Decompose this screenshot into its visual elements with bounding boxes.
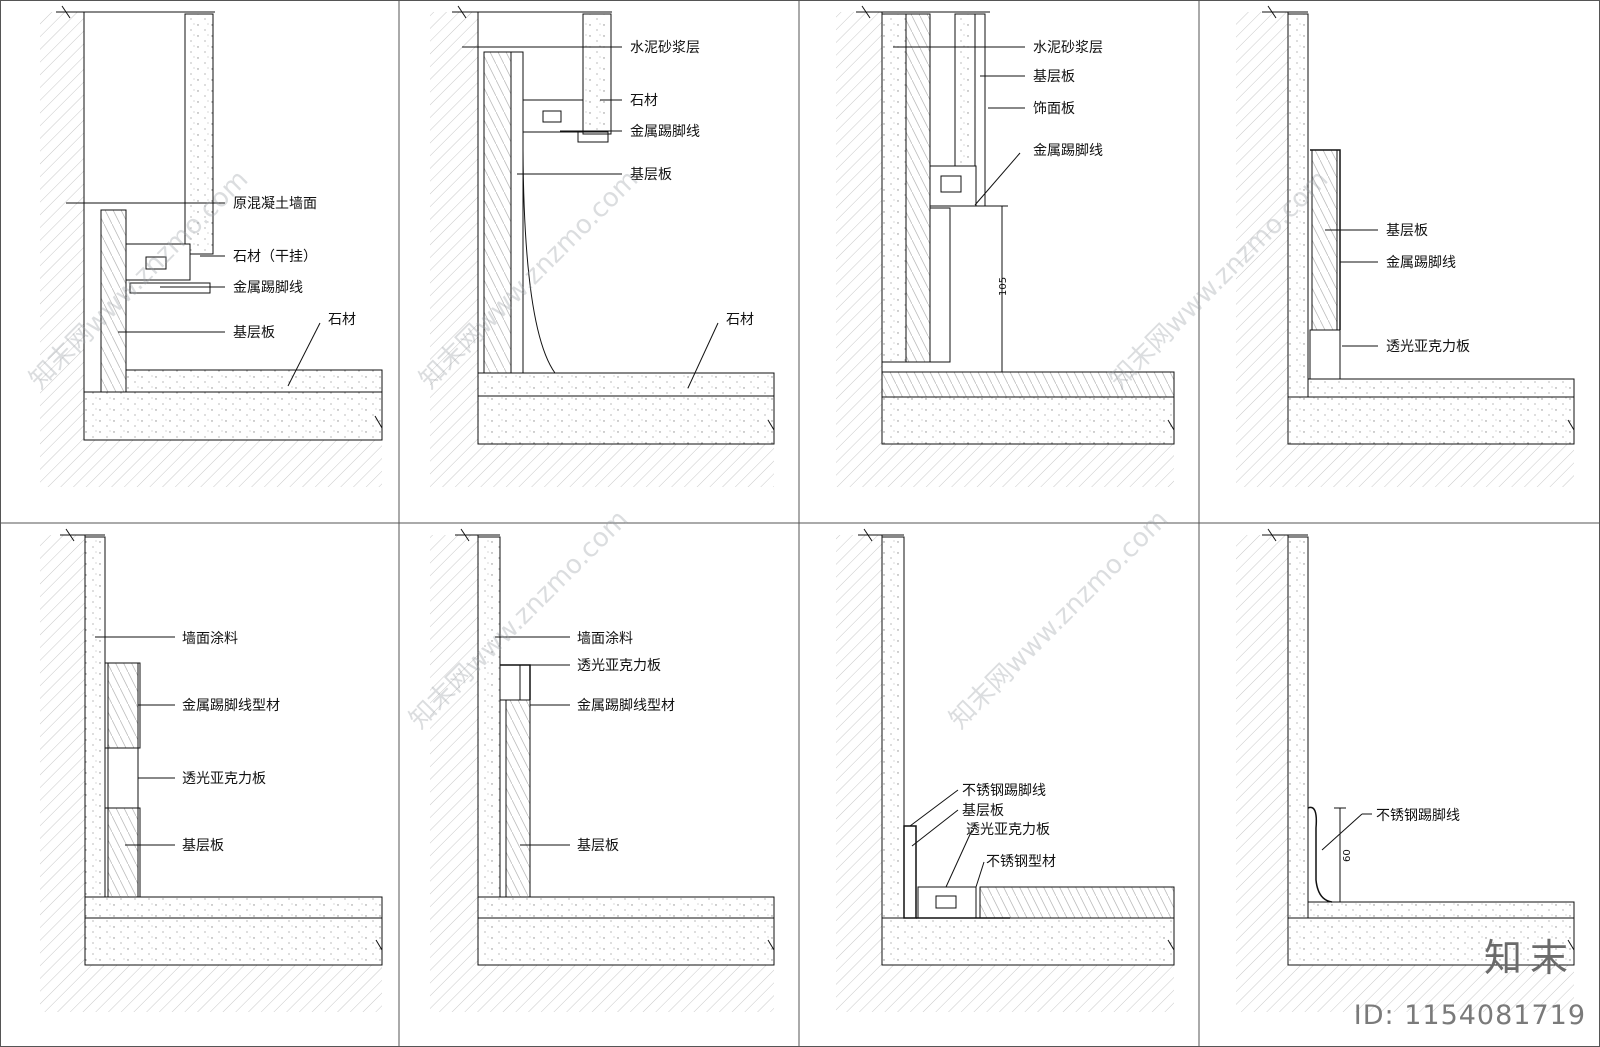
panel-7-label-2: 基层板 [962, 802, 1004, 819]
panel-2-label-2: 石材 [630, 93, 658, 109]
panel-3-drawing [836, 5, 1175, 487]
panel-6-label-3: 金属踢脚线型材 [577, 698, 675, 714]
panel-6-label-2: 透光亚克力板 [577, 658, 661, 674]
panel-7-label-3: 透光亚克力板 [966, 822, 1050, 838]
panel-4-drawing [1236, 5, 1575, 487]
panel-6-label-1: 墙面涂料 [577, 631, 633, 647]
panel-8-leaders [1321, 813, 1372, 851]
panel-7-label-4: 不锈钢型材 [986, 854, 1056, 870]
panel-8-label-1: 不锈钢踢脚线 [1376, 808, 1460, 824]
panel-7-label-1: 不锈钢踢脚线 [962, 783, 1046, 799]
panel-2-drawing [430, 5, 775, 487]
panel-4-label-1: 基层板 [1386, 222, 1428, 239]
panel-4-leaders [1325, 229, 1378, 347]
panel-2-label-3: 金属踢脚线 [630, 124, 700, 140]
panel-2-label-1: 水泥砂浆层 [630, 40, 700, 56]
panel-5-label-2: 金属踢脚线型材 [182, 698, 280, 714]
panel-5-leaders [95, 636, 175, 846]
panel-3-label-3: 饰面板 [1033, 101, 1075, 117]
panel-7-leaders [909, 789, 985, 888]
panel-5-label-1: 墙面涂料 [182, 631, 238, 647]
panel-3-label-1: 水泥砂浆层 [1033, 40, 1103, 56]
panel-8-dimension: 60 [1342, 849, 1353, 862]
panel-1-label-5: 石材 [328, 312, 356, 328]
panel-6-drawing [430, 528, 775, 1012]
image-id-label: ID: 1154081719 [1353, 1000, 1586, 1031]
panel-3-label-4: 金属踢脚线 [1033, 143, 1103, 159]
panel-3-dimension: 105 [998, 277, 1009, 296]
panel-1-drawing [40, 5, 383, 487]
brand-logo: 知末 [1483, 936, 1576, 980]
panel-4-label-2: 金属踢脚线 [1386, 255, 1456, 271]
panel-2-label-4: 基层板 [630, 166, 672, 183]
panel-5-drawing [40, 528, 383, 1012]
panel-5-label-3: 透光亚克力板 [182, 771, 266, 787]
panel-4-label-3: 透光亚克力板 [1386, 339, 1470, 355]
watermark-text-5: 知末网www.znzmo.com [944, 504, 1175, 735]
panel-3-label-2: 基层板 [1033, 68, 1075, 85]
panel-6-label-4: 基层板 [577, 837, 619, 854]
panel-8-drawing [1236, 528, 1575, 1012]
panel-1-leaders [66, 202, 321, 387]
panel-1-label-2: 石材（干挂） [233, 249, 317, 265]
panel-2-leaders [462, 46, 719, 389]
panel-2-label-5: 石材 [726, 312, 754, 328]
panel-7-drawing [836, 528, 1175, 1012]
panel-1-label-3: 金属踢脚线 [233, 280, 303, 296]
panel-1-label-1: 原混凝土墙面 [233, 196, 317, 212]
panel-5-label-4: 基层板 [182, 837, 224, 854]
panel-1-label-4: 基层板 [233, 324, 275, 341]
panel-3-leaders [893, 46, 1025, 206]
panel-6-leaders [495, 636, 570, 846]
